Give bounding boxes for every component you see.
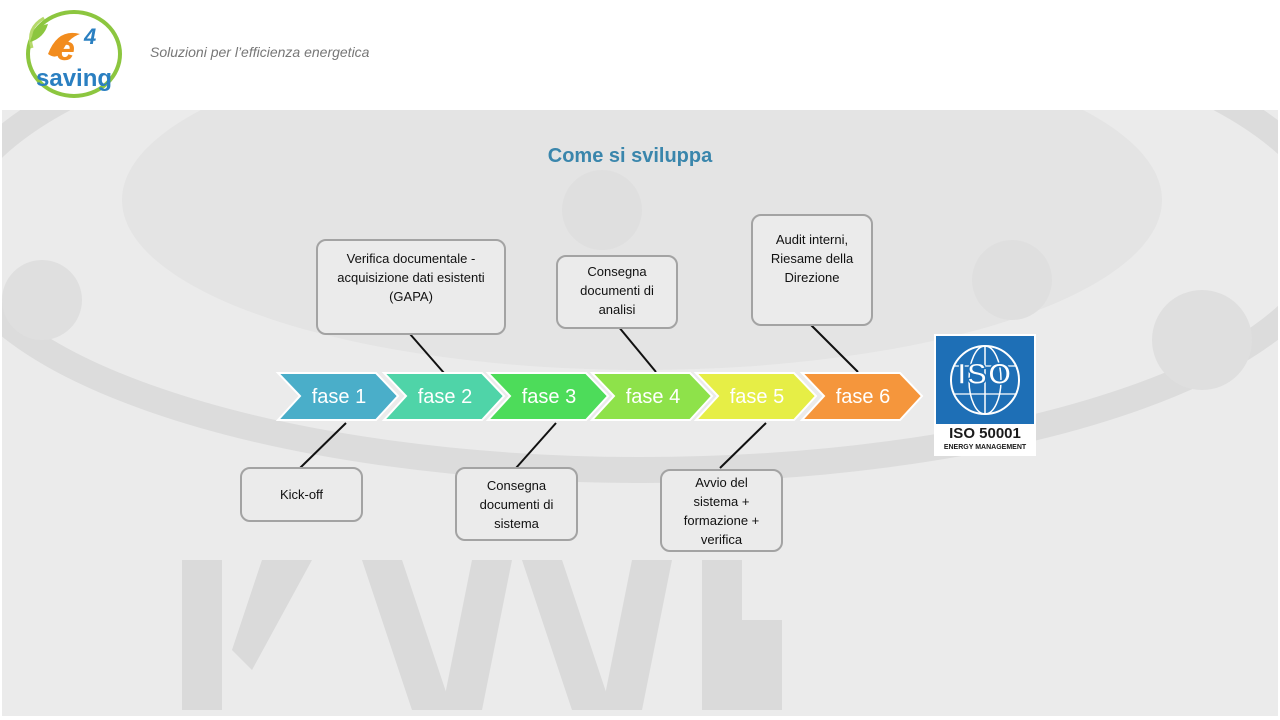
audit-interni-text: Audit interni, Riesame della Direzione xyxy=(770,232,854,285)
phase-3-chevron: fase 3 xyxy=(485,372,610,421)
connector-audit xyxy=(809,323,859,373)
iso-blue-panel: ISO xyxy=(936,336,1034,424)
logo-letter: e xyxy=(56,30,75,68)
orange-swoosh-icon xyxy=(48,32,80,57)
connector-consegna-analisi xyxy=(617,325,657,373)
phase-6-shape xyxy=(799,372,924,421)
iso-50001-logo: ISO ISO 50001 ENERGY MANAGEMENT xyxy=(934,334,1036,456)
phase-3-label: fase 3 xyxy=(522,386,576,408)
phase-6-chevron: fase 6 xyxy=(799,372,924,421)
connector-verifica xyxy=(409,333,445,374)
e4saving-logo: e 4 saving xyxy=(26,10,122,98)
globe-icon xyxy=(950,345,1020,415)
logo-number: 4 xyxy=(83,24,96,49)
phase-1-label: fase 1 xyxy=(312,386,366,408)
phase-3-shape xyxy=(485,372,610,421)
verifica-documentale-box: Verifica documentale - acquisizione dati… xyxy=(316,239,506,335)
phase-2-chevron: fase 2 xyxy=(381,372,506,421)
phase-2-shape xyxy=(381,372,506,421)
iso-word: ISO xyxy=(957,357,1013,392)
iso-subtitle: ENERGY MANAGEMENT xyxy=(943,444,1027,451)
avvio-sistema-text: Avvio del sistema + formazione + verific… xyxy=(683,474,760,547)
phase-1-shape xyxy=(275,372,400,421)
phase-4-label: fase 4 xyxy=(626,386,680,408)
consegna-sistema-box: Consegna documenti di sistema xyxy=(455,467,578,541)
kickoff-text: Kick-off xyxy=(279,487,324,502)
consegna-analisi-box: Consegna documenti di analisi xyxy=(556,255,678,329)
connector-consegna-sistema xyxy=(515,422,557,469)
iso-number: ISO 50001 xyxy=(949,425,1021,442)
header: e 4 saving Soluzioni per l’efficienza en… xyxy=(0,0,1280,108)
connector-avvio xyxy=(719,422,767,469)
phase-6-label: fase 6 xyxy=(836,386,890,408)
phase-1-chevron: fase 1 xyxy=(275,372,400,421)
leaf-icon xyxy=(30,24,48,42)
phase-5-label: fase 5 xyxy=(730,386,784,408)
phase-2-label: fase 2 xyxy=(418,386,472,408)
avvio-sistema-box: Avvio del sistema + formazione + verific… xyxy=(660,469,783,552)
tagline: Soluzioni per l’efficienza energetica xyxy=(150,44,370,60)
kickoff-box: Kick-off xyxy=(240,467,363,522)
consegna-sistema-text: Consegna documenti di sistema xyxy=(479,477,554,531)
phase-4-chevron: fase 4 xyxy=(589,372,714,421)
diagram-title: Come si sviluppa xyxy=(547,145,713,167)
phase-4-shape xyxy=(589,372,714,421)
logo-text: saving xyxy=(36,65,112,92)
consegna-analisi-text: Consegna documenti di analisi xyxy=(580,264,654,317)
phase-5-chevron: fase 5 xyxy=(693,372,818,421)
verifica-documentale-text: Verifica documentale - acquisizione dati… xyxy=(337,251,485,304)
phase-5-shape xyxy=(693,372,818,421)
connector-kickoff xyxy=(299,422,347,469)
audit-interni-box: Audit interni, Riesame della Direzione xyxy=(751,214,873,326)
